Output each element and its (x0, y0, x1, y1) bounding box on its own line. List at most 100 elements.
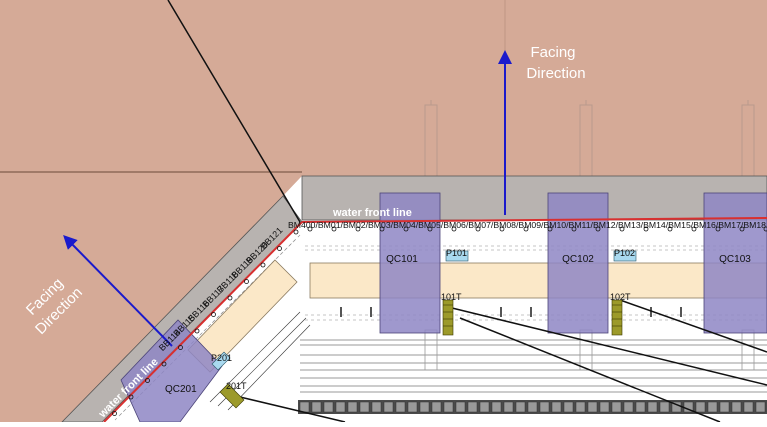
container-slot (299, 401, 310, 413)
crane-qc101 (379, 192, 441, 334)
position-p201-label: P201 (211, 353, 232, 363)
container-slot (503, 401, 514, 413)
road-lines (209, 311, 767, 411)
bollard-marker (145, 378, 150, 383)
water-front-line-top-label: water front line (332, 207, 412, 219)
bollard-marker (595, 226, 601, 232)
facing-direction-top-line1: Facing (530, 44, 575, 61)
bollard-marker (293, 229, 299, 235)
facing-arrow-left (63, 235, 173, 347)
bollard-marker (523, 226, 529, 232)
bollard-marker (403, 226, 409, 232)
container-slot (311, 401, 322, 413)
yard-strip-top (309, 262, 767, 299)
container-slot (659, 401, 670, 413)
container-slot (587, 401, 598, 413)
container-slot (347, 401, 358, 413)
container-slot (407, 401, 418, 413)
container-slot (551, 401, 562, 413)
container-slot (611, 401, 622, 413)
truck-101t-label: 101T (441, 292, 462, 302)
container-slot (563, 401, 574, 413)
container-slot (695, 401, 706, 413)
container-slot (575, 401, 586, 413)
rail-marks (340, 307, 682, 317)
apron-top (301, 175, 767, 221)
container-slot (743, 401, 754, 413)
guide-lines (167, 0, 767, 422)
bollard-marker (667, 226, 673, 232)
container-slot (491, 401, 502, 413)
container-slot (395, 401, 406, 413)
container-slot (335, 401, 346, 413)
bollard-marker (763, 226, 767, 232)
container-slot (527, 401, 538, 413)
bollard-marker (307, 226, 313, 232)
bollard-row-label: BM400/BM01/BM02/BM03/BM04/BM05/BM06/BM07… (288, 221, 767, 230)
crane-qc103 (703, 192, 767, 334)
bollard-marker (260, 262, 266, 268)
bollard-marker (161, 361, 167, 367)
position-p201 (211, 351, 231, 371)
bollard-marker (227, 295, 233, 301)
crane-qc101-label: QC101 (386, 254, 418, 265)
container-slot (635, 401, 646, 413)
container-slot (359, 401, 370, 413)
bollard-marker (427, 226, 433, 232)
crane-qc102 (547, 192, 609, 334)
position-p102 (613, 250, 637, 262)
bollard-marker (112, 411, 117, 416)
bollard-marker (619, 226, 625, 232)
bollard-marker (451, 226, 457, 232)
truck-102t-label: 102T (610, 292, 631, 302)
crane-qc102-label: QC102 (562, 254, 594, 265)
bollard-marker (379, 226, 385, 232)
bollard-marker (277, 246, 282, 251)
container-slot (479, 401, 490, 413)
container-slot (455, 401, 466, 413)
bollard-markers-top (307, 226, 767, 232)
bollard-marker (128, 394, 134, 400)
container-slot (539, 401, 550, 413)
bollard-marker (643, 226, 649, 232)
container-slot (431, 401, 442, 413)
bollard-marker (178, 345, 183, 350)
truck-201t-label: 201T (226, 381, 247, 391)
bollard-marker (331, 226, 337, 232)
position-p101-label: P101 (446, 248, 467, 258)
crane-qc103-label: QC103 (719, 254, 751, 265)
container-slot (599, 401, 610, 413)
facing-direction-top-line2: Direction (526, 65, 585, 82)
container-slot (719, 401, 730, 413)
bollard-marker (475, 226, 481, 232)
bollard-marker (355, 226, 361, 232)
bollard-marker (739, 226, 745, 232)
container-slot (623, 401, 634, 413)
container-slot (731, 401, 742, 413)
bollard-marker (499, 226, 505, 232)
container-slot (371, 401, 382, 413)
container-cells (299, 401, 766, 413)
bollard-marker (691, 226, 697, 232)
container-slot (443, 401, 454, 413)
position-p101 (445, 250, 469, 262)
bollard-marker (211, 312, 216, 317)
crane-qc201-label: QC201 (165, 384, 197, 395)
bollard-marker (571, 226, 577, 232)
container-slot (323, 401, 334, 413)
container-slot (755, 401, 766, 413)
truck-102t (611, 299, 623, 336)
truck-201t (219, 383, 245, 409)
container-slot (515, 401, 526, 413)
container-slot (383, 401, 394, 413)
container-slot (647, 401, 658, 413)
truck-101t (442, 299, 454, 336)
bollard-markers-left (112, 229, 299, 416)
waterfront-line-left (103, 221, 303, 422)
bollard-marker (715, 226, 721, 232)
container-slot (419, 401, 430, 413)
waterfront-line-top (301, 217, 767, 223)
